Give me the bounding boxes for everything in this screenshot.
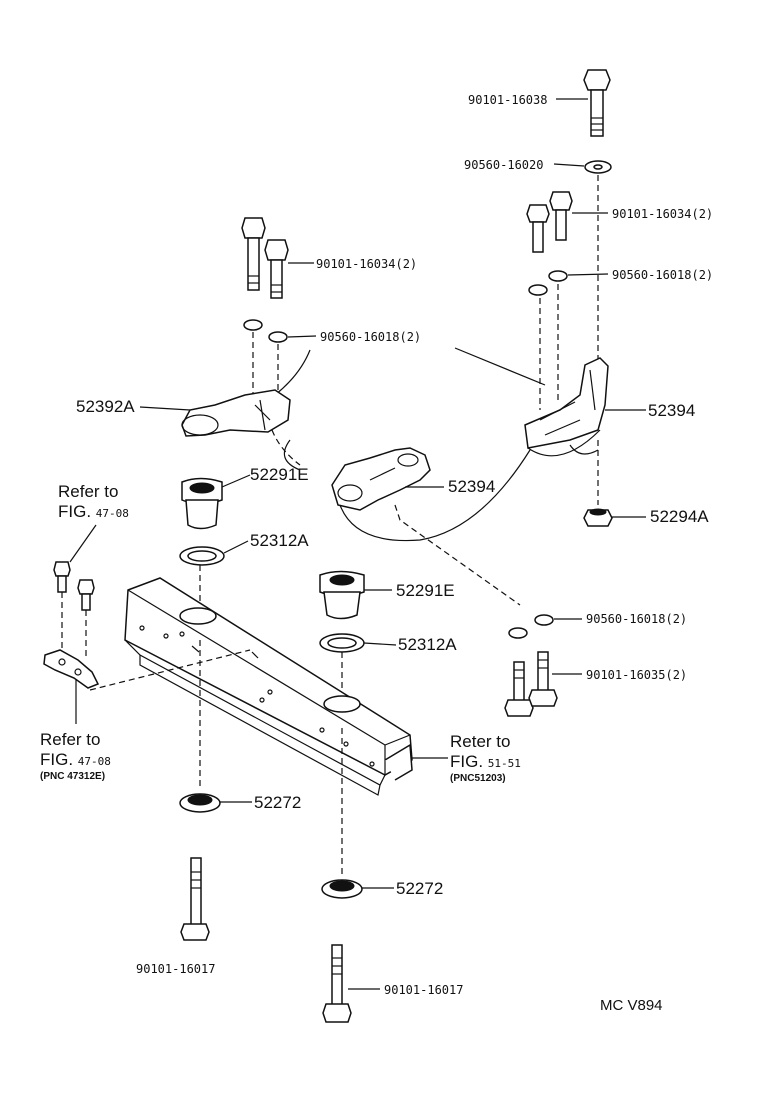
label-52392A: 52392A: [76, 397, 135, 416]
washer-pair-lower: [508, 614, 554, 639]
ref1-line1: Refer to: [58, 482, 119, 501]
bolt-90101-16017-left: [180, 857, 210, 941]
ref2-pnc: (PNC 47312E): [40, 771, 106, 782]
label-52394-center: 52394: [448, 477, 496, 496]
bushing-52291E-left: [181, 477, 223, 530]
bracket-52394-center: [331, 447, 431, 511]
label-52272-left: 52272: [254, 793, 302, 812]
ref3-fig: FIG.: [450, 752, 484, 771]
ref2-line1: Refer to: [40, 730, 101, 749]
label-90560-16020: 90560-16020: [464, 158, 544, 172]
cushion-52272-right: [321, 879, 363, 899]
label-90101-16034-left: 90101-16034(2): [316, 257, 418, 271]
label-90560-16018-right: 90560-16018(2): [612, 268, 714, 282]
bolt-pair-right: [526, 191, 573, 253]
clip-assembly-left: [43, 561, 100, 689]
ref3-pnc: (PNC51203): [450, 773, 506, 784]
ref3-line2: FIG. 51-51: [450, 752, 521, 773]
washer-pair-left: [243, 319, 288, 343]
washer-pair-right: [528, 270, 568, 296]
ref2-fig-number: 47-08: [77, 755, 111, 768]
label-90560-16018-left: 90560-16018(2): [320, 330, 422, 344]
washer-52312A-right: [319, 633, 365, 653]
diagram-code: MC V894: [600, 997, 663, 1014]
reference-note-2: Refer to FIG. 47-08 (PNC 47312E): [40, 730, 111, 783]
ref3-line1: Reter to: [450, 732, 511, 751]
bracket-52392A: [181, 389, 291, 437]
label-52394-right: 52394: [648, 401, 696, 420]
label-90101-16038: 90101-16038: [468, 93, 548, 107]
ref1-fig: FIG.: [58, 502, 92, 521]
bushing-52291E-right: [319, 570, 365, 620]
label-90101-16017-left: 90101-16017: [136, 962, 216, 976]
ref1-line2: FIG. 47-08: [58, 502, 129, 523]
ref2-fig: FIG.: [40, 750, 74, 769]
label-52291E-right: 52291E: [396, 581, 455, 600]
label-52312A-right: 52312A: [398, 635, 457, 654]
washer-52312A-left: [179, 546, 225, 566]
label-90101-16017-right: 90101-16017: [384, 983, 464, 997]
label-52312A-left: 52312A: [250, 531, 309, 550]
cushion-52272-left: [179, 793, 221, 813]
label-90560-16018-lower: 90560-16018(2): [586, 612, 688, 626]
bolt-pair-lower: [504, 651, 558, 717]
reference-note-1: Refer to FIG. 47-08: [58, 482, 129, 523]
bolt-90101-16017-right: [322, 944, 352, 1023]
label-90101-16034-right: 90101-16034(2): [612, 207, 714, 221]
label-52272-right: 52272: [396, 879, 444, 898]
bolt-90101-16038: [583, 69, 611, 137]
bracket-52394-right: [524, 357, 609, 457]
crossmember: [124, 577, 413, 796]
ref1-fig-number: 47-08: [95, 507, 129, 520]
bolt-pair-left: [241, 217, 289, 299]
ref2-line2: FIG. 47-08: [40, 750, 111, 771]
label-52294A: 52294A: [650, 507, 709, 526]
nut-52294A: [583, 508, 613, 527]
reference-note-3: Reter to FIG. 51-51 (PNC51203): [450, 732, 521, 785]
label-52291E-top: 52291E: [250, 465, 309, 484]
label-90101-16035: 90101-16035(2): [586, 668, 688, 682]
ref3-fig-number: 51-51: [487, 757, 521, 770]
washer-90560-16020: [584, 160, 612, 174]
